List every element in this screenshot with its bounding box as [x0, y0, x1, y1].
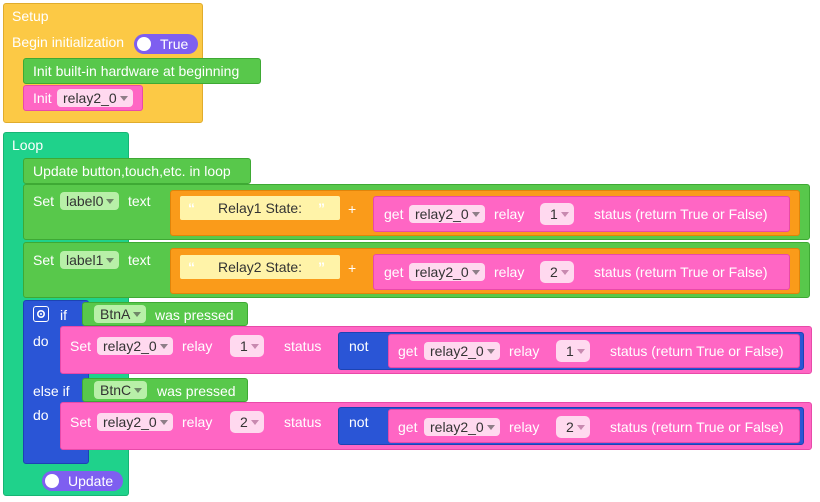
update-toggle[interactable]: Update: [42, 471, 124, 491]
label1-dropdown[interactable]: label1: [60, 251, 120, 269]
btna-dropdown[interactable]: BtnA: [94, 305, 147, 323]
loop-title: Loop: [12, 137, 44, 153]
do-label-1: do: [33, 333, 49, 349]
gear-icon-svg: [36, 309, 46, 319]
set-label0-set: Set: [33, 193, 55, 209]
status-label-2: status (return True or False): [594, 264, 768, 280]
set-relay-relay-1: relay: [182, 338, 213, 354]
set-relay-status-2: status: [284, 414, 322, 430]
init-label: Init: [33, 90, 52, 106]
set-label1-text: text: [128, 252, 151, 268]
set-label1-set: Set: [33, 252, 55, 268]
update-toggle-label: Update: [68, 473, 114, 489]
get-label-2: get: [384, 264, 404, 280]
not-get-num-2[interactable]: 2: [556, 416, 590, 438]
begin-init-toggle-label: True: [160, 36, 189, 52]
update-loop-block[interactable]: [23, 158, 251, 184]
set-relay-dropdown-1[interactable]: relay2_0: [97, 337, 173, 355]
toggle-knob: [45, 474, 59, 488]
elseif-label: else if: [33, 383, 70, 399]
init-hardware-block[interactable]: [23, 58, 261, 84]
string-block-2[interactable]: “ Relay2 State: ”: [180, 255, 340, 279]
relay-num-1[interactable]: 1: [540, 203, 574, 225]
btnc-was-pressed: was pressed: [157, 383, 236, 399]
not-label-1: not: [349, 338, 369, 354]
not-get-status-2: status (return True or False): [610, 419, 784, 435]
open-quote-icon: “: [188, 200, 195, 216]
close-quote-icon: ”: [318, 200, 325, 216]
btnc-dropdown[interactable]: BtnC: [94, 381, 148, 399]
not-get-label-2: get: [398, 419, 418, 435]
toggle-knob: [137, 37, 151, 51]
relay-label-2: relay: [494, 264, 525, 280]
set-label0-text: text: [128, 193, 151, 209]
do-label-2: do: [33, 407, 49, 423]
string-block-1[interactable]: “ Relay1 State: ”: [180, 196, 340, 220]
not-get-relay-dropdown-2[interactable]: relay2_0: [424, 418, 500, 436]
not-get-relay-label-1: relay: [509, 343, 540, 359]
setup-title: Setup: [12, 8, 49, 24]
open-quote-icon: “: [188, 259, 195, 275]
plus-1: +: [348, 201, 357, 217]
not-get-label-1: get: [398, 343, 418, 359]
set-relay-num-2[interactable]: 2: [230, 411, 264, 433]
begin-init-toggle[interactable]: True: [134, 34, 199, 54]
set-relay-num-1[interactable]: 1: [230, 335, 264, 357]
btna-was-pressed: was pressed: [155, 307, 234, 323]
plus-2: +: [348, 260, 357, 276]
not-get-relay-dropdown-1[interactable]: relay2_0: [424, 342, 500, 360]
set-relay-set-2: Set: [70, 414, 92, 430]
init-relay-dropdown[interactable]: relay2_0: [57, 89, 133, 107]
not-get-status-1: status (return True or False): [610, 343, 784, 359]
set-relay-set-1: Set: [70, 338, 92, 354]
not-get-num-1[interactable]: 1: [556, 340, 590, 362]
init-hardware-label: Init built-in hardware at beginning: [33, 63, 240, 79]
if-label: if: [60, 307, 67, 323]
get-relay-dropdown-2[interactable]: relay2_0: [409, 263, 485, 281]
not-label-2: not: [349, 414, 369, 430]
relay-label-1: relay: [494, 206, 525, 222]
gear-icon[interactable]: [33, 306, 49, 322]
close-quote-icon: ”: [318, 259, 325, 275]
set-relay-status-1: status: [284, 338, 322, 354]
update-loop-label: Update button,touch,etc. in loop: [33, 163, 231, 179]
begin-init-label: Begin initialization: [12, 34, 125, 50]
set-relay-dropdown-2[interactable]: relay2_0: [97, 413, 173, 431]
string-2-value: Relay2 State:: [218, 259, 303, 275]
status-label-1: status (return True or False): [594, 206, 768, 222]
relay-num-2[interactable]: 2: [540, 261, 574, 283]
get-relay-dropdown-1[interactable]: relay2_0: [409, 205, 485, 223]
not-get-relay-label-2: relay: [509, 419, 540, 435]
label0-dropdown[interactable]: label0: [60, 192, 120, 210]
set-relay-relay-2: relay: [182, 414, 213, 430]
get-label-1: get: [384, 206, 404, 222]
string-1-value: Relay1 State:: [218, 200, 303, 216]
